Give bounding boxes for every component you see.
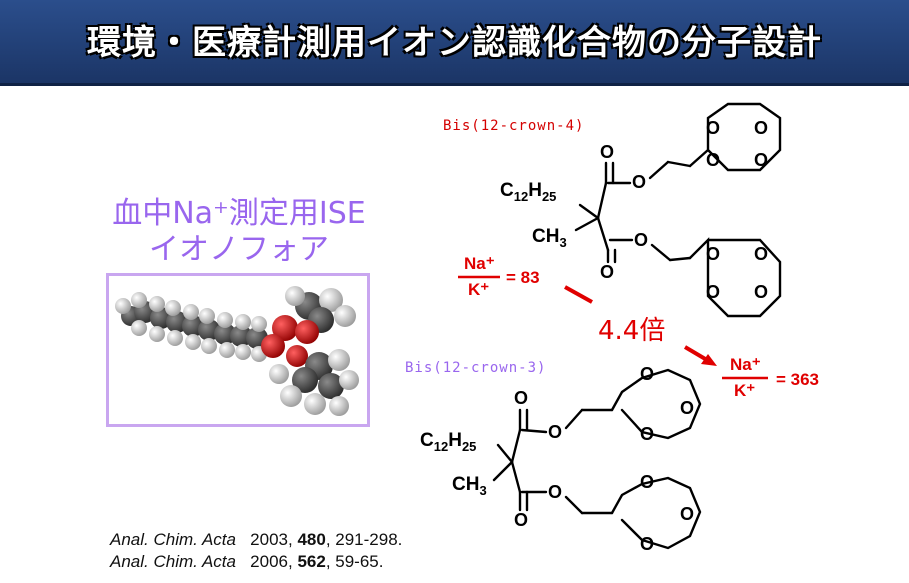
- c12h25-label-bottom: C12H25: [420, 430, 477, 454]
- title-banner: 環境・医療計測用イオン認識化合物の分子設計: [0, 0, 909, 86]
- atom-o: O: [640, 534, 655, 554]
- reference-1-year: 2003,: [250, 530, 293, 549]
- arrow-head-icon: [701, 354, 717, 366]
- ratio-bottom-value: = 363: [776, 370, 820, 389]
- atom-o: O: [640, 472, 655, 492]
- reference-2-volume: 562: [297, 552, 326, 571]
- atom-o: O: [632, 172, 647, 192]
- arrow-shaft: [683, 345, 709, 362]
- atom-o: O: [754, 282, 769, 302]
- reference-2: Anal. Chim. Acta 2006, 562, 59-65.: [110, 552, 383, 572]
- reference-1: Anal. Chim. Acta 2003, 480, 291-298.: [110, 530, 402, 550]
- reference-1-journal: Anal. Chim. Acta: [110, 530, 236, 549]
- atom-o: O: [600, 262, 615, 282]
- atom-o: O: [548, 482, 563, 502]
- reference-1-pages: , 291-298.: [325, 530, 403, 549]
- atom-o: O: [706, 118, 721, 138]
- atom-o: O: [640, 364, 655, 384]
- ch3-label-bottom: CH3: [452, 474, 487, 498]
- molecular-model-image: [115, 286, 359, 416]
- c12h25-label-top: C12H25: [500, 180, 557, 204]
- atom-o: O: [754, 150, 769, 170]
- ise-title-line2: イオノフォア: [149, 232, 329, 267]
- ch3-label-top: CH3: [532, 226, 567, 250]
- ise-title: 血中Na⁺測定用ISE イオノフォア: [96, 196, 382, 268]
- reference-2-pages: , 59-65.: [325, 552, 384, 571]
- atom-o: O: [754, 118, 769, 138]
- ratio-bottom-denominator: K⁺: [734, 381, 756, 400]
- reference-2-year: 2006,: [250, 552, 293, 571]
- reference-2-journal: Anal. Chim. Acta: [110, 552, 236, 571]
- reference-1-volume: 480: [297, 530, 326, 549]
- bis-12-crown-4-label: Bis(12-crown-4): [443, 118, 585, 134]
- bis-12-crown-3-label: Bis(12-crown-3): [405, 360, 547, 376]
- selectivity-factor: 4.4倍: [598, 316, 666, 346]
- ratio-bottom-numerator: Na⁺: [730, 355, 761, 374]
- atom-o: O: [634, 230, 649, 250]
- atom-o: O: [706, 244, 721, 264]
- ratio-top-numerator: Na⁺: [464, 254, 495, 273]
- atom-o: O: [514, 510, 529, 530]
- atom-o: O: [680, 398, 695, 418]
- atom-o: O: [706, 282, 721, 302]
- page-title: 環境・医療計測用イオン認識化合物の分子設計: [87, 23, 822, 63]
- ratio-top-value: = 83: [506, 268, 540, 287]
- ise-title-line1: 血中Na⁺測定用ISE: [112, 196, 366, 231]
- connector-line: [564, 285, 593, 304]
- atom-o: O: [600, 142, 615, 162]
- atom-o: O: [640, 424, 655, 444]
- ratio-top-denominator: K⁺: [468, 280, 490, 299]
- atom-o: O: [706, 150, 721, 170]
- molecular-model-frame: [106, 273, 370, 427]
- atom-o: O: [680, 504, 695, 524]
- atom-o: O: [754, 244, 769, 264]
- atom-o: O: [548, 422, 563, 442]
- atom-o: O: [514, 388, 529, 408]
